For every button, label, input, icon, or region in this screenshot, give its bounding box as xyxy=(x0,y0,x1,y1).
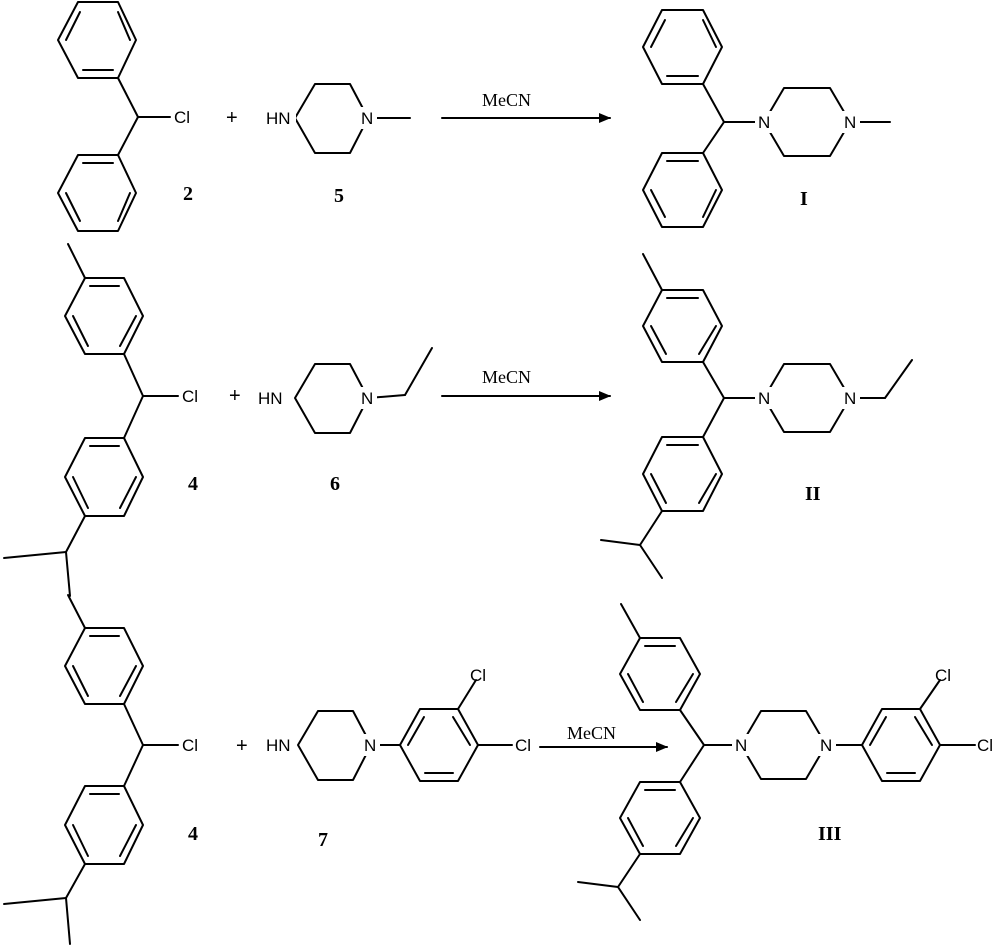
nh-atom: HN xyxy=(258,389,283,408)
nitrogen-atom: N xyxy=(758,389,770,408)
piperazine-ring xyxy=(297,710,372,781)
plus-sign: + xyxy=(226,107,238,129)
reactant-n-methylpiperazine: HN N xyxy=(266,83,411,154)
chlorine-atom: Cl xyxy=(935,666,951,685)
nitrogen-atom: N xyxy=(820,736,832,755)
reaction-conditions: MeCN xyxy=(482,90,531,110)
phenyl-ring xyxy=(57,1,137,79)
nitrogen-atom: N xyxy=(361,109,373,128)
reaction-3: Cl 4 + Cl Cl HN N 7 xyxy=(3,594,993,945)
cumyl-ring xyxy=(64,437,144,517)
dichlorophenyl-ring xyxy=(399,708,479,782)
piperazine-ring xyxy=(763,87,851,157)
reactant-benzhydryl-chloride: Cl xyxy=(57,1,190,232)
p-tolyl-ring xyxy=(619,637,701,711)
nitrogen-atom: N xyxy=(735,736,747,755)
product-2: N N xyxy=(600,253,913,579)
dichlorophenyl-ring xyxy=(861,708,941,782)
compound-label: 5 xyxy=(334,185,344,207)
reactant-diarylmethyl-chloride: Cl xyxy=(3,594,198,945)
compound-label: 4 xyxy=(188,823,198,845)
nh-atom: HN xyxy=(266,109,291,128)
product-3: Cl Cl N N xyxy=(577,603,993,921)
chlorine-atom: Cl xyxy=(977,736,993,755)
product-1: N N xyxy=(642,9,891,228)
compound-label: 6 xyxy=(330,473,340,495)
chlorine-atom: Cl xyxy=(174,108,190,127)
compound-label: 7 xyxy=(318,829,328,851)
reaction-conditions: MeCN xyxy=(567,723,616,743)
reaction-conditions: MeCN xyxy=(482,367,531,387)
piperazine-ring xyxy=(763,363,851,433)
nitrogen-atom: N xyxy=(844,113,856,132)
compound-label: 4 xyxy=(188,473,198,495)
piperazine-ring xyxy=(294,83,369,154)
p-tolyl-ring xyxy=(642,289,723,363)
reaction-1: Cl 2 + HN N 5 MeCN xyxy=(57,1,891,232)
plus-sign: + xyxy=(229,385,241,407)
cumyl-ring xyxy=(619,781,701,855)
nitrogen-atom: N xyxy=(361,389,373,408)
phenyl-ring xyxy=(642,152,723,228)
nh-atom: HN xyxy=(266,736,291,755)
chlorine-atom: Cl xyxy=(182,387,198,406)
piperazine-ring xyxy=(740,710,827,780)
compound-label: 2 xyxy=(183,183,193,205)
cumyl-ring xyxy=(64,785,144,865)
compound-label: I xyxy=(800,188,808,210)
reactant-dichlorophenylpiperazine: Cl Cl HN N xyxy=(266,666,531,782)
compound-label: II xyxy=(805,483,821,505)
nitrogen-atom: N xyxy=(758,113,770,132)
chlorine-atom: Cl xyxy=(515,736,531,755)
reaction-2: Cl 4 + HN N 6 MeCN xyxy=(3,243,913,597)
chlorine-atom: Cl xyxy=(182,736,198,755)
reactant-diarylmethyl-chloride: Cl xyxy=(3,243,198,597)
piperazine-ring xyxy=(294,363,369,434)
chlorine-atom: Cl xyxy=(470,666,486,685)
nitrogen-atom: N xyxy=(364,736,376,755)
p-tolyl-ring xyxy=(64,277,144,355)
reactant-n-ethylpiperazine: HN N xyxy=(258,347,433,434)
phenyl-ring xyxy=(57,154,137,232)
p-tolyl-ring xyxy=(64,627,144,705)
nitrogen-atom: N xyxy=(844,389,856,408)
phenyl-ring xyxy=(642,9,723,85)
cumyl-ring xyxy=(642,436,723,512)
plus-sign: + xyxy=(236,735,248,757)
compound-label: III xyxy=(818,823,842,845)
